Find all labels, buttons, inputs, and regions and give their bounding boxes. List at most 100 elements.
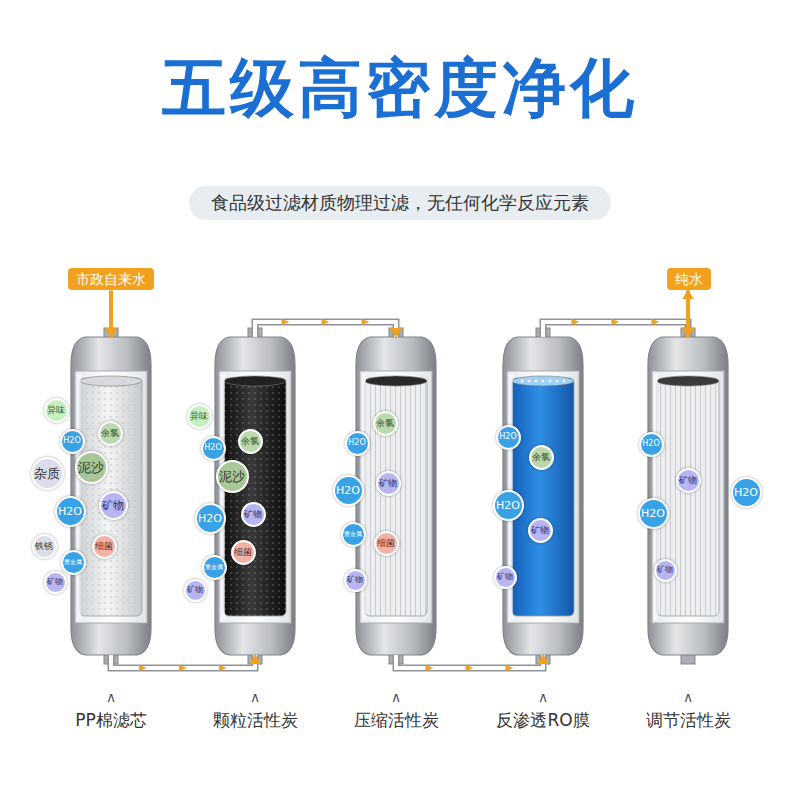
water-tag: 纯水: [667, 268, 711, 291]
substance-bubble: 细菌: [92, 534, 117, 559]
substance-name: 细菌: [234, 548, 252, 557]
water-pipe: [396, 655, 543, 671]
pointer-mark: ∧: [538, 690, 548, 704]
substance-name: H2O: [204, 444, 221, 452]
substance-bubble: 余氯: [238, 429, 263, 454]
substance-bubble: 矿物: [184, 579, 207, 602]
pointer-mark: ∧: [683, 690, 693, 704]
substance-bubble: 异味: [44, 398, 69, 423]
substance-name: H2O: [734, 487, 758, 498]
substance-bubble: H2O: [496, 425, 521, 450]
substance-name: 余氯: [532, 453, 550, 462]
tag-text: 市政自来水: [76, 271, 146, 287]
pointer-mark: ∧: [250, 690, 260, 704]
substance-bubble: H2O: [60, 429, 85, 454]
substance-name: H2O: [499, 433, 516, 441]
substance-name: H2O: [496, 500, 520, 511]
substance-name: 异味: [47, 406, 65, 415]
substance-bubble: 重金属: [202, 555, 227, 580]
substance-bubble: 重金属: [341, 522, 366, 547]
substance-name: 铁锈: [35, 542, 53, 551]
subtitle-pill: 食品级过滤材质物理过滤，无任何化学反应元素: [189, 186, 611, 220]
substance-bubble: 余氯: [529, 445, 554, 470]
substance-bubble: 细菌: [374, 531, 399, 556]
substance-name: 杂质: [34, 467, 60, 480]
cartridge-name: 压缩活性炭: [354, 709, 439, 732]
substance-bubble: H2O: [201, 436, 226, 461]
substance-bubble: H2O: [638, 498, 669, 529]
pointer-mark: ∧: [106, 690, 116, 704]
substance-bubble: H2O: [345, 431, 370, 456]
substance-name: H2O: [198, 513, 222, 524]
substance-name: 泥沙: [78, 461, 104, 474]
filter-cartridge: 反渗透RO膜H2O余氯H2O矿物矿物: [503, 337, 583, 655]
water-pipe: [111, 290, 112, 337]
tag-text: 纯水: [675, 271, 703, 287]
substance-name: 矿物: [187, 586, 203, 594]
substance-name: 矿物: [102, 500, 124, 511]
filter-cartridge: 压缩活性炭H2O余氯矿物H2O重金属细菌矿物: [356, 337, 436, 655]
substance-name: H2O: [336, 485, 360, 496]
substance-name: 重金属: [64, 559, 82, 565]
substance-bubble: 铁锈: [32, 534, 57, 559]
substance-name: 矿物: [347, 576, 363, 584]
substance-name: 余氯: [376, 419, 394, 428]
substance-bubble: 细菌: [231, 540, 256, 565]
substance-name: 矿物: [679, 476, 697, 485]
substance-bubble: 矿物: [376, 471, 401, 496]
water-tag: 市政自来水: [68, 268, 154, 291]
substance-bubble: 矿物: [528, 518, 553, 543]
substance-bubble: 杂质: [31, 457, 64, 490]
substance-name: H2O: [63, 437, 80, 445]
substance-bubble: 矿物: [99, 491, 128, 520]
cartridge-name: 调节活性炭: [646, 709, 731, 732]
substance-bubble: 泥沙: [75, 451, 108, 484]
substance-bubble: H2O: [333, 475, 364, 506]
substance-bubble: 矿物: [676, 468, 701, 493]
cartridge-name: 反渗透RO膜: [496, 709, 589, 732]
water-pipe: [255, 319, 396, 337]
filter-cartridge: PP棉滤芯异味H2O余氯杂质泥沙H2O矿物铁锈重金属细菌矿物: [71, 337, 151, 655]
substance-bubble: 余氯: [98, 421, 123, 446]
substance-name: H2O: [642, 440, 659, 448]
substance-bubble: 矿物: [241, 502, 266, 527]
substance-bubble: 余氯: [373, 411, 398, 436]
substance-name: 矿物: [379, 479, 397, 488]
water-pipe: [543, 319, 688, 337]
substance-bubble: H2O: [195, 503, 226, 534]
substance-name: 细菌: [95, 542, 113, 551]
substance-bubble: 矿物: [44, 571, 67, 594]
substance-bubble: 泥沙: [216, 460, 249, 493]
substance-name: H2O: [348, 439, 365, 447]
substance-bubble: 矿物: [654, 559, 677, 582]
filter-housing: [71, 328, 151, 664]
filter-housing: [356, 328, 436, 664]
cartridge-name: 颗粒活性炭: [213, 709, 298, 732]
filter-housing: [648, 328, 728, 664]
water-pipe: [111, 655, 255, 671]
substance-bubble: 异味: [187, 404, 212, 429]
substance-name: 余氯: [101, 429, 119, 438]
substance-name: 矿物: [47, 578, 63, 586]
substance-name: 重金属: [344, 531, 362, 537]
substance-bubble: 重金属: [61, 550, 86, 575]
substance-name: H2O: [58, 506, 82, 517]
water-pipe: [688, 290, 689, 337]
substance-bubble: H2O: [55, 496, 86, 527]
substance-name: H2O: [641, 508, 665, 519]
substance-name: 异味: [190, 412, 208, 421]
filter-housing: [215, 328, 295, 664]
substance-name: 细菌: [377, 539, 395, 548]
substance-bubble: H2O: [731, 477, 762, 508]
substance-name: 矿物: [497, 573, 513, 581]
substance-bubble: 矿物: [344, 569, 367, 592]
substance-bubble: H2O: [493, 490, 524, 521]
substance-bubble: H2O: [639, 432, 664, 457]
substance-name: 矿物: [531, 526, 549, 535]
substance-name: 矿物: [657, 566, 673, 574]
cartridge-name: PP棉滤芯: [75, 709, 147, 732]
pointer-mark: ∧: [391, 690, 401, 704]
substance-bubble: 矿物: [494, 566, 517, 589]
substance-name: 余氯: [241, 437, 259, 446]
filter-cartridge: 颗粒活性炭异味H2O余氯泥沙矿物H2O细菌重金属矿物: [215, 337, 295, 655]
